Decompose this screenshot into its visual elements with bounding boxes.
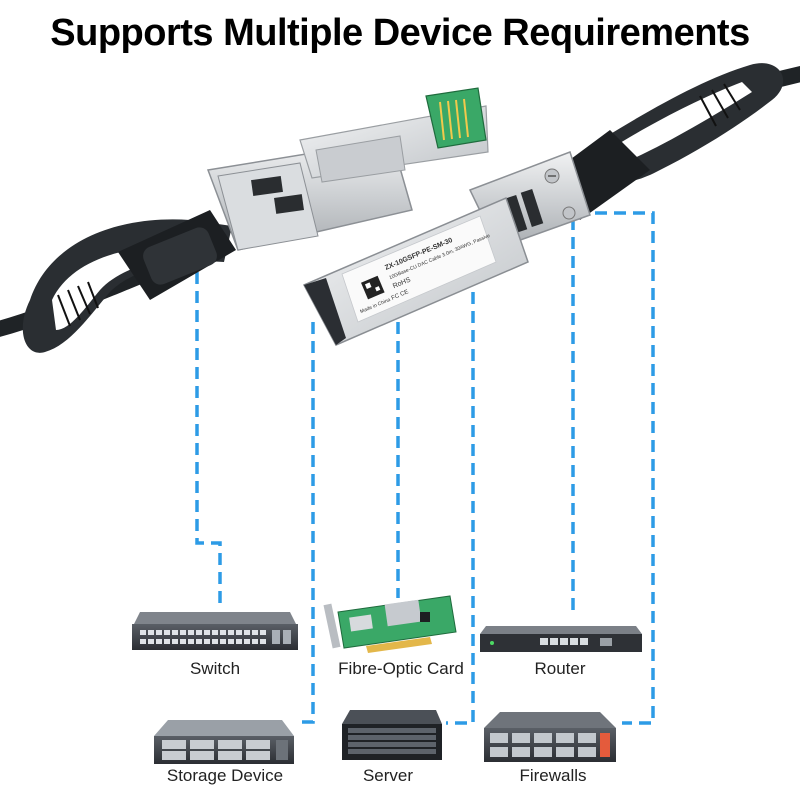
device-label-storage-device: Storage Device — [166, 766, 284, 785]
sfp-label — [341, 215, 497, 323]
network-switch-icon — [132, 612, 298, 650]
device-label-firewalls: Firewalls — [519, 766, 587, 785]
storage-array-icon — [154, 720, 294, 764]
rack-server-icon — [342, 710, 442, 760]
right-sfp-connector: ZX-10GSFP-PE-SM-30 10GBase-CU DAC Cable … — [302, 63, 800, 346]
router-icon — [480, 626, 642, 652]
device-label-fibre-optic-card: Fibre-Optic Card — [338, 659, 464, 678]
line-firewalls — [595, 211, 655, 725]
line-storage — [297, 322, 315, 724]
pcie-card-icon — [323, 595, 457, 653]
line-switch — [195, 272, 222, 606]
device-label-router: Router — [534, 659, 586, 678]
device-label-server: Server — [362, 766, 414, 785]
qr-code-icon — [361, 275, 385, 300]
connector-lines — [195, 211, 655, 725]
firewall-appliance-icon — [484, 712, 616, 762]
left-sfp-connector — [0, 87, 489, 353]
device-label-switch: Switch — [189, 659, 241, 678]
line-server — [446, 292, 475, 725]
page-title: Supports Multiple Device Requirements — [50, 12, 750, 54]
